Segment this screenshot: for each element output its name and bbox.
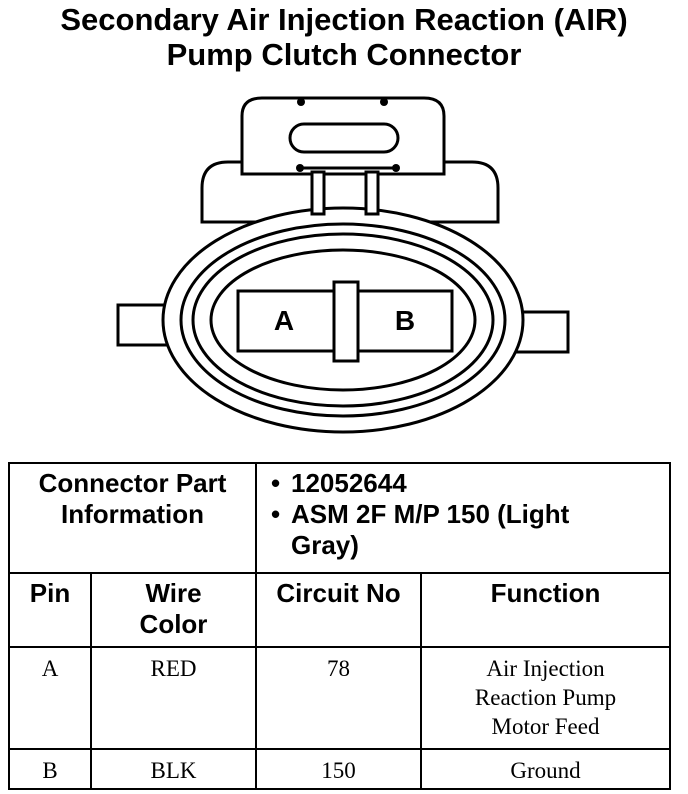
header-wire-line-1: Wire xyxy=(145,578,202,608)
lock-post-right xyxy=(364,170,380,216)
part-description-line-2: Gray) xyxy=(291,530,359,560)
pin-cell: B xyxy=(8,748,92,790)
header-wire-line-2: Color xyxy=(139,609,208,639)
lock-post-left xyxy=(310,170,326,216)
bead-dot xyxy=(392,164,400,172)
diagram-title: Secondary Air Injection Reaction (AIR) P… xyxy=(0,2,688,72)
bead-dot xyxy=(380,98,388,106)
title-line-2: Pump Clutch Connector xyxy=(166,37,522,72)
cavity-b-label: B xyxy=(395,305,415,336)
part-description-line-1: ASM 2F M/P 150 (Light xyxy=(291,499,570,529)
function-line: Motor Feed xyxy=(491,714,600,739)
pin-cell: A xyxy=(8,646,92,750)
header-pin: Pin xyxy=(8,572,92,648)
function-cell: Ground xyxy=(420,748,671,790)
part-info-label: Connector Part Information xyxy=(8,462,257,574)
part-info-label-line-1: Connector Part xyxy=(38,468,227,498)
wire-color-cell: BLK xyxy=(90,748,257,790)
title-line-1: Secondary Air Injection Reaction (AIR) xyxy=(60,2,628,37)
part-info-row: Connector Part Information 12052644 ASM … xyxy=(8,462,671,574)
connector-face-drawing: A B xyxy=(116,96,570,434)
bead-dot xyxy=(296,164,304,172)
cavity-a xyxy=(236,289,340,353)
column-header-row: Pin Wire Color Circuit No Function xyxy=(8,572,671,648)
connector-shoulder xyxy=(200,160,500,224)
header-circuit-no: Circuit No xyxy=(255,572,422,648)
wire-color-cell: RED xyxy=(90,646,257,750)
connector-info-table: Connector Part Information 12052644 ASM … xyxy=(8,462,671,790)
circuit-cell: 78 xyxy=(255,646,422,750)
function-line: Reaction Pump xyxy=(474,685,617,710)
circuit-cell: 150 xyxy=(255,748,422,790)
table-row: B BLK 150 Ground xyxy=(8,748,671,790)
part-info-list: 12052644 ASM 2F M/P 150 (Light Gray) xyxy=(255,462,671,574)
part-number: 12052644 xyxy=(271,468,661,499)
part-info-label-line-2: Information xyxy=(61,499,204,529)
center-key xyxy=(332,280,360,363)
function-cell: Air Injection Reaction Pump Motor Feed xyxy=(420,646,671,750)
bead-dot xyxy=(297,98,305,106)
table-row: A RED 78 Air Injection Reaction Pump Mot… xyxy=(8,646,671,750)
header-function: Function xyxy=(420,572,671,648)
release-slot xyxy=(288,122,400,154)
function-line: Air Injection xyxy=(486,656,605,681)
cavity-b xyxy=(352,289,454,353)
header-wire-color: Wire Color xyxy=(90,572,257,648)
cavity-a-label: A xyxy=(274,305,294,336)
part-description: ASM 2F M/P 150 (Light Gray) xyxy=(271,499,661,561)
